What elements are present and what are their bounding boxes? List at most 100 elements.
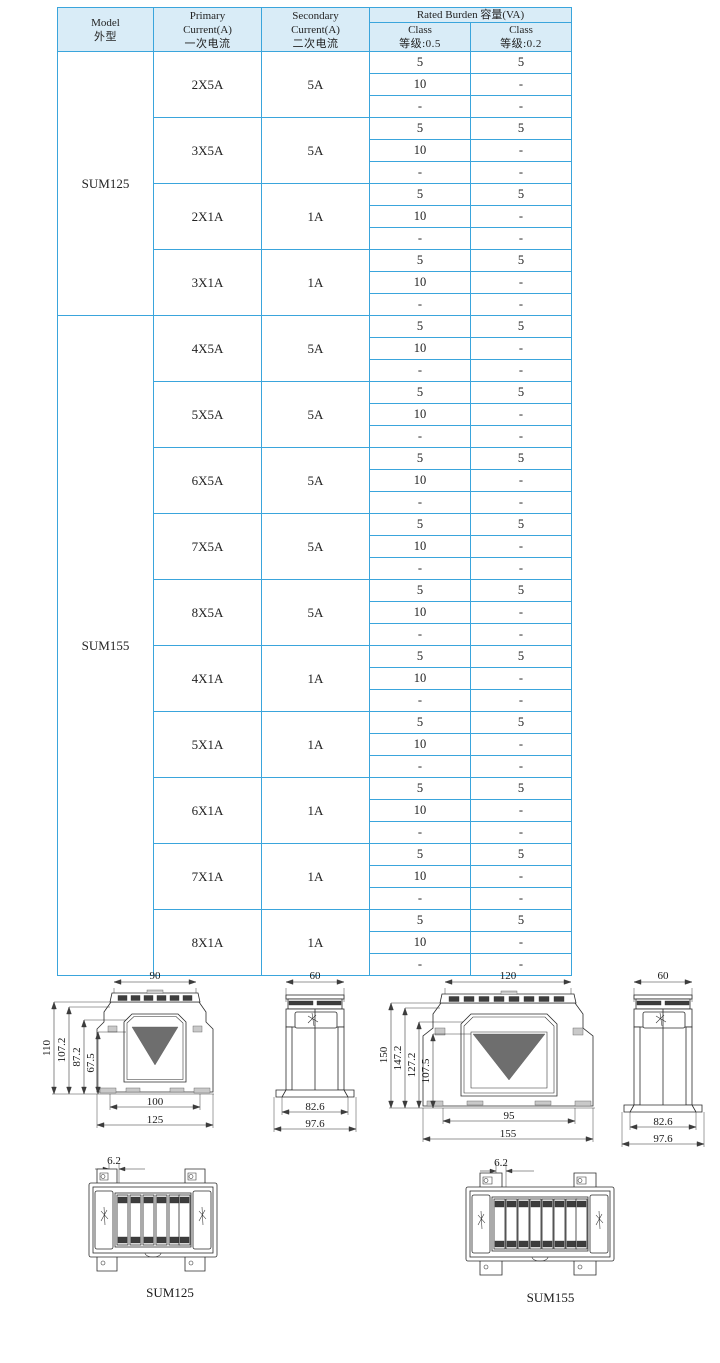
cell-burden-class-05: - [369,161,471,185]
cell-burden-class-05: 5 [369,843,471,867]
header-primary-current: Primary Current(A) 一次电流 [153,6,262,53]
cell-primary-current: 2X1A [153,183,262,251]
table-row: 10- [58,733,572,757]
sum155-front-terminals [448,996,565,1002]
dim-sum125-plan-slot: 6.2 [107,1155,121,1167]
cell-burden-class-02: - [470,887,572,911]
header-row-1: Model 外型 Primary Current(A) 一次电流 Seconda… [57,6,572,53]
dim-sum155-width-95: 95 [504,1110,516,1122]
dim-sum125-width-100: 100 [147,1096,164,1108]
cell-burden-class-02: - [470,733,572,757]
cell-burden-class-02: - [470,491,572,515]
cell-secondary-current: 5A [261,513,370,581]
cell-burden-class-02: - [470,557,572,581]
cell-burden-class-02: - [470,799,572,823]
dim-sum125-height-872: 87.2 [71,1047,83,1066]
header-class-02-en: Class [509,24,533,37]
header-class-02: Class 等级:0.2 [470,22,572,53]
cell-secondary-current: 5A [261,315,370,383]
dim-sum155-height-150: 150 [378,1046,390,1063]
sum125-caption: SUM125 [146,1285,194,1300]
cell-burden-class-05: 5 [369,117,471,141]
dim-sum155-width-155: 155 [500,1128,517,1140]
dim-sum125-height-675: 67.5 [85,1053,97,1073]
cell-burden-class-05: - [369,755,471,779]
cell-primary-current: 4X1A [153,645,262,713]
cell-burden-class-02: 5 [470,645,572,669]
header-class-05-en: Class [408,24,432,37]
cell-burden-class-02: 5 [470,777,572,801]
table-row: -- [58,425,572,449]
cell-secondary-current: 5A [261,447,370,515]
cell-model: SUM155 [57,315,154,977]
cell-secondary-current: 1A [261,249,370,317]
cell-burden-class-05: 5 [369,645,471,669]
cell-secondary-current: 5A [261,381,370,449]
cell-burden-class-02: - [470,821,572,845]
cell-burden-class-02: - [470,689,572,713]
cell-secondary-current: 5A [261,579,370,647]
header-primary-en2: Current(A) [183,23,232,36]
table-row: 10- [58,667,572,691]
table-row: 10- [58,535,572,559]
cell-burden-class-05: 10 [369,271,471,295]
sum125-vertical-dims: 110 107.2 87.2 67.5 [41,1001,214,1095]
dim-sum125-front-width-top: 90 [150,970,162,982]
cell-secondary-current: 1A [261,777,370,845]
cell-burden-class-02: - [470,953,572,977]
table-header: Model 外型 Primary Current(A) 一次电流 Seconda… [57,6,572,53]
cell-burden-class-05: 10 [369,139,471,163]
cell-burden-class-02: 5 [470,843,572,867]
cell-primary-current: 4X5A [153,315,262,383]
dim-sum155-side-width-826: 82.6 [653,1116,673,1128]
cell-burden-class-02: - [470,337,572,361]
cell-primary-current: 8X1A [153,909,262,977]
dim-sum125-width-125: 125 [147,1114,164,1126]
cell-burden-class-02: 5 [470,579,572,603]
dim-sum125-side-width-60: 60 [310,970,322,982]
cell-burden-class-05: - [369,359,471,383]
cell-burden-class-02: - [470,535,572,559]
cell-primary-current: 7X1A [153,843,262,911]
cell-burden-class-05: 10 [369,205,471,229]
sum155-side-view: 60 82.6 97.6 [608,970,720,1155]
sum155-plan-terminals [493,1198,588,1250]
cell-burden-class-05: - [369,821,471,845]
cell-burden-class-05: 5 [369,579,471,603]
dim-sum125-side-width-976: 97.6 [305,1118,325,1130]
cell-burden-class-02: - [470,931,572,955]
header-row-2: Class 等级:0.5 Class 等级:0.2 [58,22,572,53]
header-secondary-en: Secondary [292,9,339,22]
cell-primary-current: 7X5A [153,513,262,581]
cell-burden-class-02: 5 [470,51,572,75]
sum155-plan-view: 6.2 [448,1155,653,1310]
cell-burden-class-02: - [470,403,572,427]
sum125-plan-terminals [116,1194,191,1246]
table-row: -- [58,557,572,581]
header-secondary-cn: 二次电流 [292,37,339,50]
cell-burden-class-05: 10 [369,865,471,889]
cell-burden-class-02: - [470,755,572,779]
cell-burden-class-02: 5 [470,117,572,141]
sum125-front-view: 90 [14,970,244,1150]
cell-primary-current: 6X5A [153,447,262,515]
cell-burden-class-02: - [470,139,572,163]
cell-burden-class-05: 10 [369,73,471,97]
sum155-caption: SUM155 [526,1290,575,1305]
header-class-05-cn: 等级:0.5 [399,38,441,51]
cell-burden-class-02: 5 [470,249,572,273]
cell-burden-class-02: - [470,95,572,119]
cell-burden-class-05: 10 [369,535,471,559]
dim-sum155-side-width-60: 60 [658,970,670,982]
header-secondary-en2: Current(A) [291,23,340,36]
header-class-02-cn: 等级:0.2 [500,38,542,51]
cell-burden-class-05: - [369,623,471,647]
cell-burden-class-02: - [470,623,572,647]
cell-burden-class-05: 10 [369,733,471,757]
cell-burden-class-02: - [470,865,572,889]
cell-burden-class-02: 5 [470,381,572,405]
